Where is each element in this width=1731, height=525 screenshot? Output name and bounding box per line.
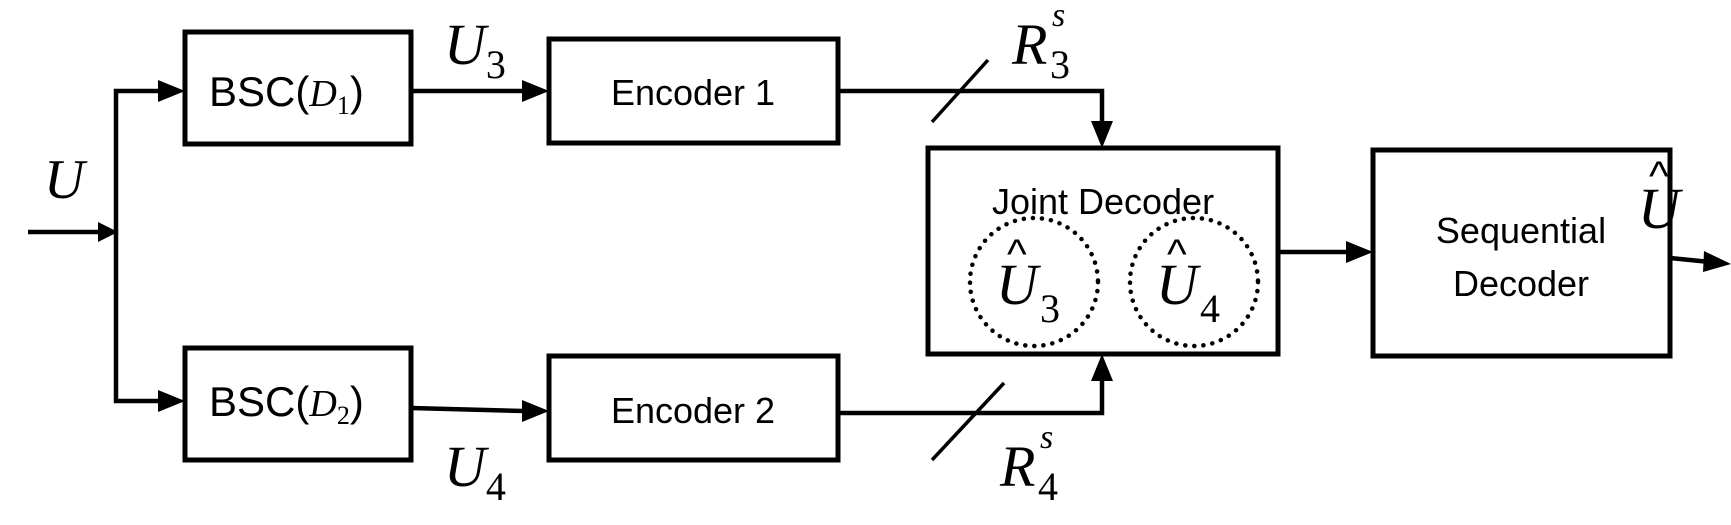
svg-text:^: ^ — [1007, 230, 1027, 277]
output-label: U ^ — [1638, 152, 1684, 241]
rate-label-2: R s 4 — [999, 419, 1058, 509]
svg-text:3: 3 — [1040, 286, 1060, 331]
svg-text:R: R — [1011, 12, 1047, 77]
sequential-arrowhead — [1346, 241, 1373, 263]
bsc-label-2: BSC(D2) — [209, 378, 364, 430]
rate-slash-2 — [930, 381, 1006, 462]
bsc-block-2 — [182, 345, 414, 463]
u4-wire — [410, 405, 525, 414]
rate-label-1: R s 3 — [1011, 0, 1070, 87]
svg-text:s: s — [1052, 0, 1065, 34]
output-wire — [1669, 255, 1711, 265]
encoder-block-1 — [546, 36, 841, 146]
joint-top-arrowhead — [1091, 121, 1113, 148]
split-wire — [113, 88, 160, 404]
joint-decoder-block — [925, 145, 1281, 357]
r4-wire — [838, 379, 1105, 416]
encoder-block-2 — [546, 353, 841, 463]
input-junction-arrowhead — [98, 222, 118, 242]
sequential-decoder-block — [1370, 147, 1673, 359]
sequential-decoder-label-line2: Decoder — [1453, 263, 1589, 304]
joint-decoder-label: Joint Decoder — [992, 181, 1214, 222]
encoder-label-1: Encoder 1 — [611, 72, 775, 113]
encoder2-arrowhead — [522, 400, 549, 422]
estimate-circle-u3 — [967, 215, 1101, 349]
u3-label: U3 — [444, 12, 506, 87]
input-label: U — [44, 149, 88, 211]
svg-text:^: ^ — [1167, 230, 1187, 277]
bsc1-arrowhead — [158, 80, 185, 102]
svg-text:4: 4 — [1200, 286, 1220, 331]
svg-text:4: 4 — [1038, 464, 1058, 509]
svg-text:U: U — [1638, 176, 1684, 241]
r3-wire — [838, 88, 1105, 123]
estimate-circle-u4 — [1127, 215, 1261, 349]
svg-text:^: ^ — [1649, 152, 1669, 199]
estimate-u3-label: U ^ 3 — [996, 230, 1060, 331]
estimate-u4-label: U ^ 4 — [1156, 230, 1220, 331]
encoder1-arrowhead — [522, 80, 549, 102]
joint-bottom-arrowhead — [1091, 354, 1113, 381]
bsc-label-1: BSC(D1) — [209, 68, 364, 120]
output-arrowhead — [1703, 251, 1731, 272]
encoder-label-2: Encoder 2 — [611, 390, 775, 431]
sequential-decoder-label-line1: Sequential — [1436, 210, 1606, 251]
svg-text:U: U — [1156, 252, 1202, 317]
svg-text:s: s — [1040, 419, 1053, 456]
bsc2-arrowhead — [158, 390, 185, 412]
rate-slash-1 — [930, 58, 990, 124]
svg-text:3: 3 — [1050, 42, 1070, 87]
svg-text:R: R — [999, 434, 1035, 499]
bsc-block-1 — [182, 29, 414, 147]
svg-text:U: U — [996, 252, 1042, 317]
u4-label: U4 — [444, 434, 506, 509]
